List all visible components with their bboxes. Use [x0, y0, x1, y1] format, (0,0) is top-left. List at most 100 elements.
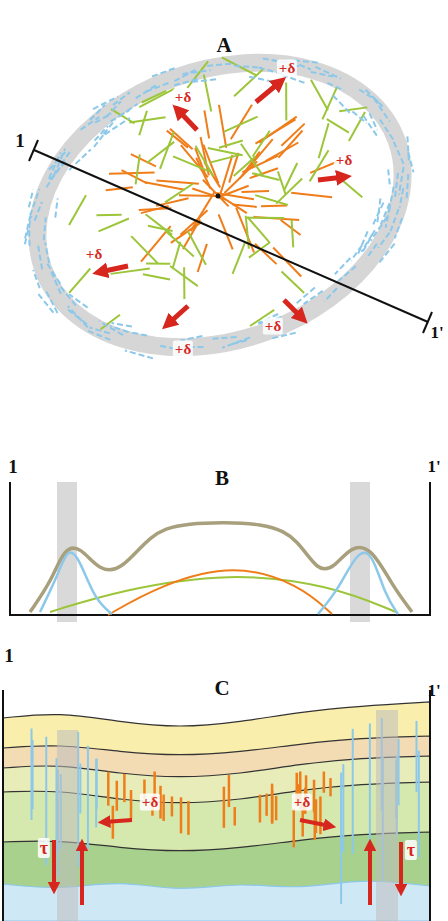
- fracture-stroke: [81, 117, 100, 130]
- fracture-stroke: [47, 264, 60, 284]
- extension-arrow: [168, 306, 188, 324]
- fracture-stroke: [88, 331, 111, 340]
- shear-arrow: [80, 845, 84, 905]
- fracture-stroke: [131, 154, 156, 166]
- panel-label: C: [214, 678, 229, 699]
- fracture-tick: [123, 774, 126, 802]
- fracture-stroke: [181, 210, 208, 235]
- fracture-tick: [340, 773, 342, 904]
- fracture-tick: [319, 796, 322, 834]
- panel-label: 1': [427, 458, 440, 475]
- fracture-stroke: [179, 194, 216, 197]
- fracture-tick: [87, 746, 89, 849]
- shear-arrow: [104, 820, 132, 822]
- fracture-stroke: [183, 70, 211, 74]
- fracture-stroke: [69, 294, 88, 307]
- shear-arrows: [54, 820, 401, 905]
- fracture-stroke: [173, 242, 181, 269]
- fracture-tick: [329, 778, 332, 796]
- fracture-stroke: [28, 225, 30, 246]
- fracture-stroke: [324, 288, 337, 301]
- fracture-stroke: [210, 337, 236, 339]
- fracture-stroke: [351, 245, 362, 260]
- strain-label: +δ: [334, 152, 354, 169]
- fracture-stroke: [106, 101, 121, 117]
- section-panel: [3, 690, 430, 921]
- fracture-stroke: [203, 180, 229, 207]
- fracture-stroke: [394, 142, 404, 164]
- fracture-stroke: [109, 173, 155, 174]
- fracture-stroke: [247, 217, 284, 219]
- fracture-stroke: [173, 156, 209, 171]
- fracture-stroke: [253, 131, 270, 157]
- strain-label: +δ: [277, 60, 297, 77]
- fracture-stroke: [136, 154, 140, 184]
- fracture-stroke: [129, 117, 165, 122]
- grey-bar: [376, 710, 398, 921]
- fracture-stroke: [242, 191, 269, 192]
- panel-label: 1: [15, 131, 25, 150]
- fracture-stroke: [44, 217, 46, 240]
- fracture-stroke: [35, 202, 42, 221]
- extension-arrow: [100, 266, 128, 272]
- fracture-tick: [223, 787, 226, 828]
- fracture-stroke: [233, 204, 257, 206]
- extension-arrow: [318, 177, 344, 180]
- fracture-stroke: [363, 116, 377, 137]
- fracture-tick: [275, 796, 278, 820]
- strain-label: +δ: [173, 341, 193, 358]
- shear-arrow: [399, 842, 403, 890]
- fracture-stroke: [261, 204, 287, 207]
- panel-label: 1': [430, 324, 443, 341]
- fracture-stroke: [395, 218, 402, 238]
- section-tick: [29, 140, 38, 161]
- fracture-tick: [234, 807, 237, 825]
- fracture-stroke: [294, 60, 319, 62]
- strain-label: +δ: [292, 794, 312, 811]
- fracture-stroke: [69, 269, 90, 293]
- fracture-stroke: [165, 184, 193, 203]
- fracture-tick: [107, 772, 110, 806]
- fracture-stroke: [371, 217, 387, 241]
- extension-arrow: [178, 110, 197, 130]
- fracture-stroke: [174, 70, 196, 82]
- stratum: [3, 702, 430, 921]
- fracture-tick: [79, 764, 81, 814]
- fracture-stroke: [372, 203, 383, 227]
- fracture-stroke: [327, 83, 344, 91]
- strain-label: +δ: [263, 318, 283, 335]
- profile-curve: [108, 570, 332, 615]
- fracture-stroke: [125, 350, 153, 358]
- fracture-stroke: [96, 214, 121, 216]
- fracture-stroke: [136, 85, 157, 98]
- fracture-stroke: [400, 188, 404, 207]
- fracture-tick: [32, 740, 34, 809]
- fracture-tick: [369, 723, 371, 850]
- section-edge: [429, 690, 431, 921]
- fracture-stroke: [234, 69, 263, 96]
- fracture-stroke: [146, 82, 171, 92]
- fracture-stroke: [207, 63, 235, 65]
- fracture-stroke: [285, 83, 287, 121]
- fracture-strokes: [25, 57, 414, 358]
- strain-label: τ: [405, 840, 417, 860]
- fracture-tick: [31, 729, 33, 820]
- fracture-stroke: [380, 119, 393, 139]
- profile-curve: [50, 577, 396, 612]
- fracture-stroke: [407, 174, 409, 200]
- fracture-stroke: [59, 284, 76, 305]
- fracture-stroke: [147, 142, 174, 163]
- fracture-stroke: [145, 182, 185, 190]
- fracture-stroke: [292, 220, 294, 248]
- fracture-tick: [187, 801, 190, 835]
- fracture-stroke: [224, 117, 257, 132]
- fracture-stroke: [339, 107, 367, 111]
- fracture-stroke: [99, 219, 129, 232]
- extension-arrow: [256, 82, 280, 102]
- shear-arrow: [52, 840, 56, 888]
- grey-bar: [57, 730, 78, 921]
- profile-curve: [40, 552, 112, 614]
- fracture-stroke: [29, 189, 33, 207]
- grey-ring: [0, 14, 443, 396]
